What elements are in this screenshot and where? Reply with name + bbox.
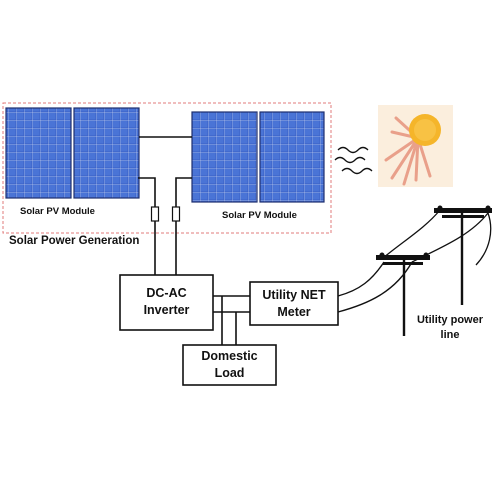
inverter-label: DC-AC Inverter (120, 285, 213, 319)
meter-label-line2: Meter (277, 305, 311, 319)
utility-label: Utility power line (410, 313, 490, 343)
wind-waves-icon (334, 146, 373, 175)
solar-panel-right-a (191, 111, 258, 203)
load-box (182, 344, 277, 386)
solar-panel-left-a (5, 107, 72, 199)
section-title: Solar Power Generation (9, 235, 140, 247)
fuse-left (150, 206, 160, 222)
utility-pole-icon (434, 205, 492, 305)
fuse-right (171, 206, 181, 222)
left-panel-label: Solar PV Module (20, 206, 95, 217)
utility-label-line2: line (440, 329, 460, 341)
load-label-line2: Load (214, 366, 245, 380)
solar-panel-left-b (73, 107, 140, 199)
utility-feed-wires (337, 261, 413, 313)
meter-label-line1: Utility NET (262, 288, 326, 302)
solar-generation-region (2, 102, 332, 234)
meter-label: Utility NET Meter (250, 287, 338, 321)
right-panel-label: Solar PV Module (222, 210, 297, 221)
dc-wires (138, 177, 192, 275)
load-label: Domestic Load (183, 348, 276, 382)
load-label-line1: Domestic (201, 349, 258, 363)
utility-label-line1: Utility power (416, 314, 483, 326)
inverter-label-line2: Inverter (143, 303, 190, 317)
meter-box (249, 281, 339, 326)
power-line-wires (382, 209, 492, 266)
inverter-label-line1: DC-AC (146, 286, 187, 300)
sun-icon (378, 105, 453, 187)
ac-wires (213, 295, 250, 345)
solar-panel-right-b (259, 111, 325, 203)
inverter-box (119, 274, 214, 331)
